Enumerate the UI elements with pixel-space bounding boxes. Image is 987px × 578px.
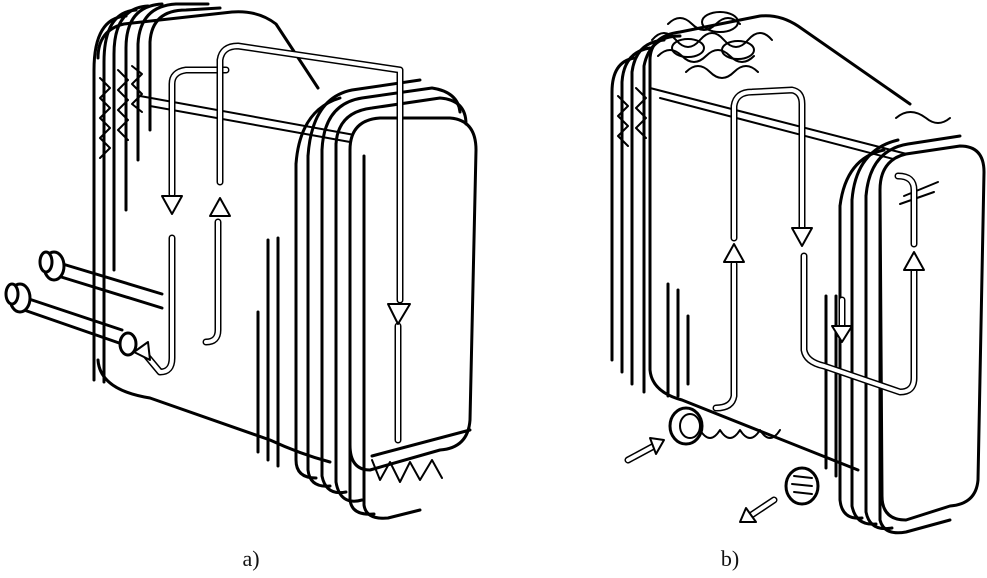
evaporator-a-right-tubes (294, 78, 478, 520)
evaporator-b-external-arrows (624, 437, 778, 523)
evaporator-a (4, 2, 478, 520)
flow-arrow-up (903, 251, 925, 271)
evaporator-b-fin-pattern (651, 17, 773, 79)
evaporator-b-flow-path (712, 86, 925, 412)
evaporator-b-core (648, 14, 912, 472)
flow-arrow-down (831, 325, 853, 343)
evaporator-b-right-tubes (838, 111, 986, 535)
flow-arrow-down (161, 195, 183, 215)
inlet-arrow (649, 437, 665, 455)
evaporator-b-left-tubes (610, 34, 682, 394)
flow-arrow-up (209, 197, 231, 217)
evaporator-a-pipes (4, 250, 164, 357)
panel-a-caption: a) (242, 546, 260, 571)
flow-arrow-up (723, 243, 745, 263)
evaporator-a-core (96, 10, 332, 464)
flow-arrow-down (791, 227, 813, 247)
evaporator-b (610, 11, 986, 535)
flow-arrow-left (133, 341, 151, 361)
evaporator-a-flow-path (133, 42, 411, 444)
evaporator-a-left-tubes (92, 2, 222, 384)
panel-b-caption: b) (720, 546, 740, 571)
flow-arrow-down (387, 303, 411, 325)
evaporator-b-ports (668, 406, 820, 506)
outlet-arrow (739, 507, 757, 523)
